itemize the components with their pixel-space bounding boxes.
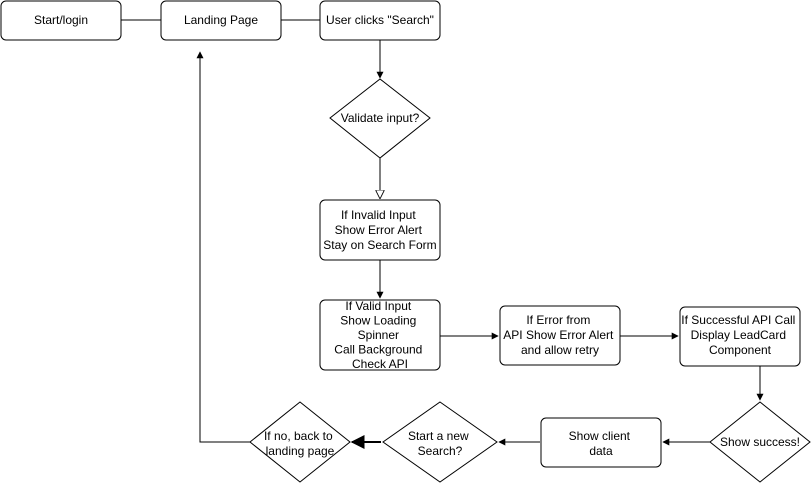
node-user-clicks-search: User clicks "Search" <box>319 0 441 41</box>
node-label: Start/login <box>34 13 88 27</box>
node-label: If Invalid Input Show Error Alert Stay o… <box>323 208 436 252</box>
node-back-to-landing: If no, back to landing page <box>249 401 351 483</box>
node-label: Validate input? <box>341 111 420 125</box>
node-invalid-input: If Invalid Input Show Error Alert Stay o… <box>319 199 441 261</box>
node-start-login: Start/login <box>0 0 122 41</box>
node-label: Show client data <box>569 429 634 458</box>
node-landing-page: Landing Page <box>160 0 282 41</box>
edge-back-to-landing <box>196 51 250 443</box>
node-label: If Successful API Call Display LeadCard … <box>681 313 798 357</box>
node-show-client-data: Show client data <box>540 417 662 468</box>
node-validate-input: Validate input? <box>329 78 431 159</box>
node-show-success: Show success! <box>709 401 811 483</box>
node-start-new-search: Start a new Search? <box>382 401 498 483</box>
node-label: Landing Page <box>184 13 258 27</box>
node-label: If no, back to landing page <box>264 429 336 458</box>
node-valid-input: If Valid Input Show Loading Spinner Call… <box>319 299 441 371</box>
edges <box>121 19 764 449</box>
node-label: Show success! <box>720 435 800 449</box>
node-label: Start a new Search? <box>408 429 472 458</box>
node-api-error: If Error from API Show Error Alert and a… <box>499 305 621 366</box>
node-label: If Valid Input Show Loading Spinner Call… <box>334 299 425 371</box>
node-label: User clicks "Search" <box>326 13 434 27</box>
node-label: If Error from API Show Error Alert and a… <box>503 313 616 357</box>
node-api-success: If Successful API Call Display LeadCard … <box>679 306 801 367</box>
